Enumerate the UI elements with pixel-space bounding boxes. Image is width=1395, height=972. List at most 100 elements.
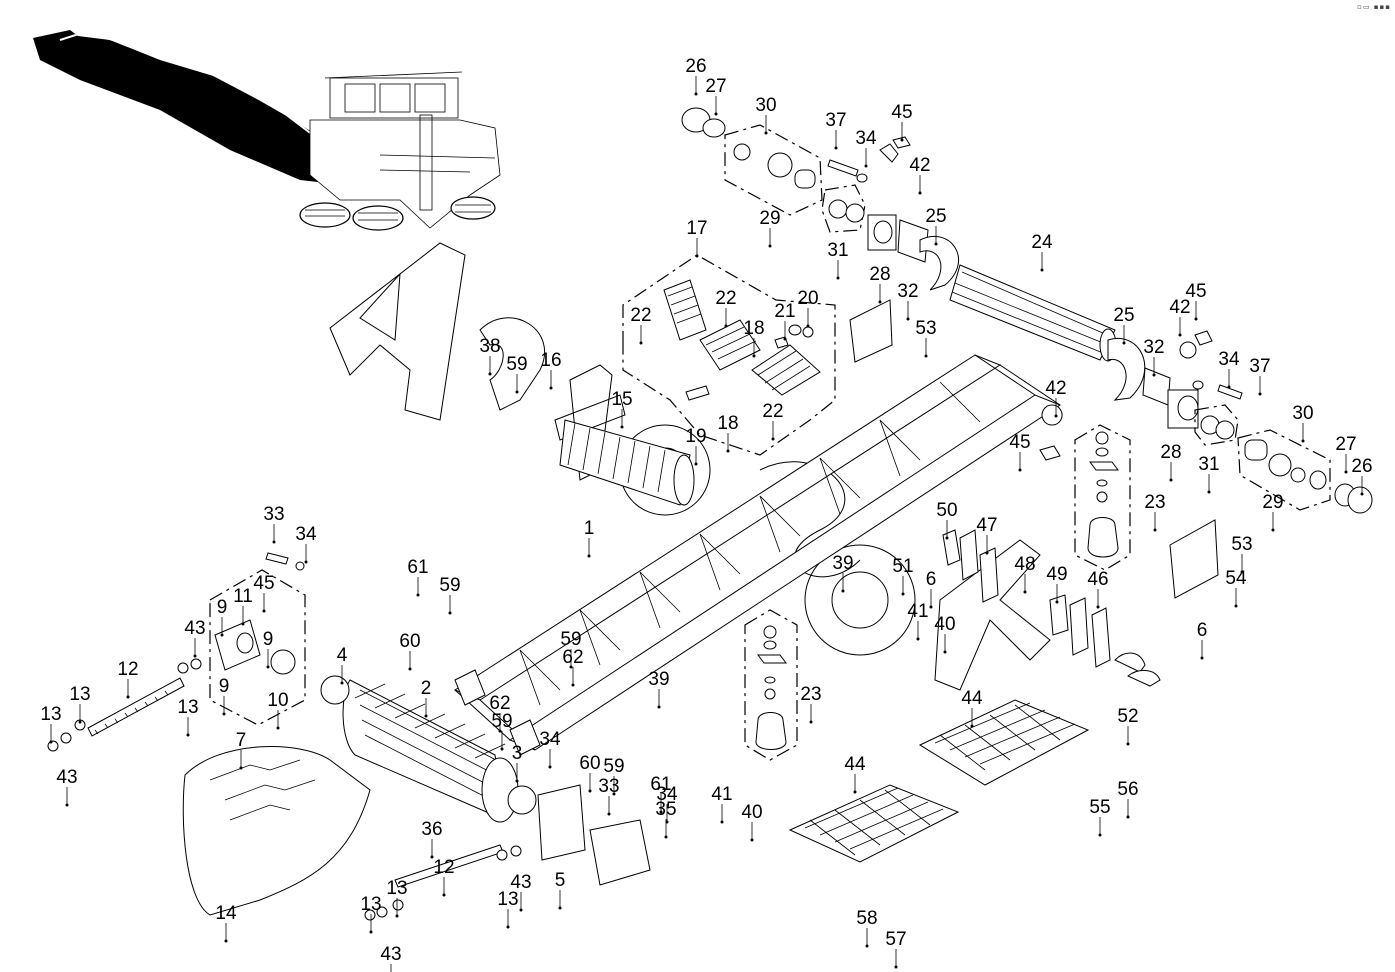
leader-dot-7: [239, 766, 243, 770]
callout-40: 40: [741, 802, 762, 823]
leader-dot-32: [906, 317, 910, 321]
roller-15: [559, 419, 695, 506]
callout-42: 42: [909, 155, 930, 176]
callout-21: 21: [774, 301, 795, 322]
callout-59: 59: [603, 756, 624, 777]
leader-dot-45: [900, 138, 904, 142]
callout-34: 34: [1218, 349, 1240, 370]
leader-dot-19: [694, 462, 698, 466]
leader-dot-51: [901, 592, 905, 596]
leader-dot-53: [924, 354, 928, 358]
callout-37: 37: [1249, 356, 1270, 377]
leader-lines: [49, 76, 1364, 972]
leader-dot-42: [1178, 333, 1182, 337]
callout-58: 58: [856, 908, 877, 929]
leader-dot-25: [1122, 341, 1126, 345]
leader-dot-21: [783, 337, 787, 341]
callout-51: 51: [892, 556, 913, 577]
leader-dot-12: [442, 893, 446, 897]
leader-dot-27: [1344, 470, 1348, 474]
callout-13: 13: [69, 684, 90, 705]
callout-18: 18: [743, 318, 764, 339]
callout-13: 13: [497, 889, 518, 910]
leader-dot-34: [304, 560, 308, 564]
leader-dot-28: [1169, 478, 1173, 482]
callout-34: 34: [855, 128, 877, 149]
callout-44: 44: [844, 754, 866, 775]
callout-27: 27: [1335, 434, 1356, 455]
callout-6: 6: [926, 569, 937, 590]
leader-dot-31: [836, 276, 840, 280]
leader-dot-22: [771, 437, 775, 441]
callout-12: 12: [433, 857, 454, 878]
machine-overview-illustration: [33, 30, 501, 231]
leader-dot-10: [276, 726, 280, 730]
callout-61: 61: [650, 774, 671, 795]
callout-59: 59: [491, 711, 512, 732]
leader-dot-34: [548, 765, 552, 769]
page-corner-icons: ▫▭ ▪▪▪: [1357, 3, 1391, 11]
leader-dot-28: [878, 300, 882, 304]
callout-32: 32: [897, 281, 918, 302]
callout-60: 60: [579, 753, 600, 774]
conveyor-frame: [453, 354, 1062, 756]
callout-45: 45: [253, 573, 274, 594]
drive-pulley-and-belt: [182, 675, 651, 916]
callout-22: 22: [715, 288, 736, 309]
callout-45: 45: [891, 102, 912, 123]
leader-dot-39: [841, 589, 845, 593]
callout-23: 23: [800, 684, 821, 705]
callout-28: 28: [1160, 442, 1181, 463]
callout-56: 56: [1117, 779, 1138, 800]
callout-1: 1: [584, 518, 595, 539]
leader-dot-6: [1200, 656, 1204, 660]
callout-13: 13: [177, 697, 198, 718]
callout-50: 50: [936, 500, 957, 521]
callout-4: 4: [337, 645, 348, 666]
leader-dot-48: [1023, 590, 1027, 594]
leader-dot-40: [750, 838, 754, 842]
leader-dot-24: [1040, 268, 1044, 272]
callout-62: 62: [489, 693, 510, 714]
watermark: [329, 242, 1051, 691]
callout-31: 31: [827, 240, 848, 261]
callout-42: 42: [1045, 378, 1066, 399]
leader-dot-43: [193, 654, 197, 658]
callout-3: 3: [512, 743, 523, 764]
callout-62: 62: [562, 647, 583, 668]
leader-dot-9: [220, 633, 224, 637]
leader-dot-60: [408, 667, 412, 671]
callout-48: 48: [1014, 554, 1035, 575]
leader-dot-12: [126, 695, 130, 699]
leader-dot-47: [985, 551, 989, 555]
rubber-mount-group: [744, 424, 1131, 761]
callout-31: 31: [1198, 454, 1219, 475]
callout-5: 5: [555, 870, 566, 891]
callout-11: 11: [233, 586, 253, 607]
leader-dot-13: [369, 930, 373, 934]
callout-14: 14: [215, 903, 237, 924]
callout-34: 34: [539, 729, 561, 750]
leader-dot-43: [519, 908, 523, 912]
leader-dot-37: [1258, 392, 1262, 396]
leader-dot-36: [430, 855, 434, 859]
leader-dot-62: [498, 729, 502, 733]
leader-dot-37: [834, 146, 838, 150]
callout-33: 33: [263, 504, 284, 525]
leader-dot-40: [943, 650, 947, 654]
leader-dot-15: [620, 425, 624, 429]
callout-36: 36: [421, 819, 442, 840]
leader-dot-26: [1360, 492, 1364, 496]
leader-dot-42: [1054, 414, 1058, 418]
callout-49: 49: [1046, 564, 1067, 585]
callout-53: 53: [1231, 534, 1252, 555]
leader-dot-60: [588, 789, 592, 793]
callout-41: 41: [711, 784, 732, 805]
callout-59: 59: [560, 629, 581, 650]
leader-dot-44: [853, 790, 857, 794]
leader-dot-59: [612, 792, 616, 796]
leader-dot-3: [515, 779, 519, 783]
leader-dot-13: [186, 733, 190, 737]
callout-30: 30: [1292, 403, 1313, 424]
